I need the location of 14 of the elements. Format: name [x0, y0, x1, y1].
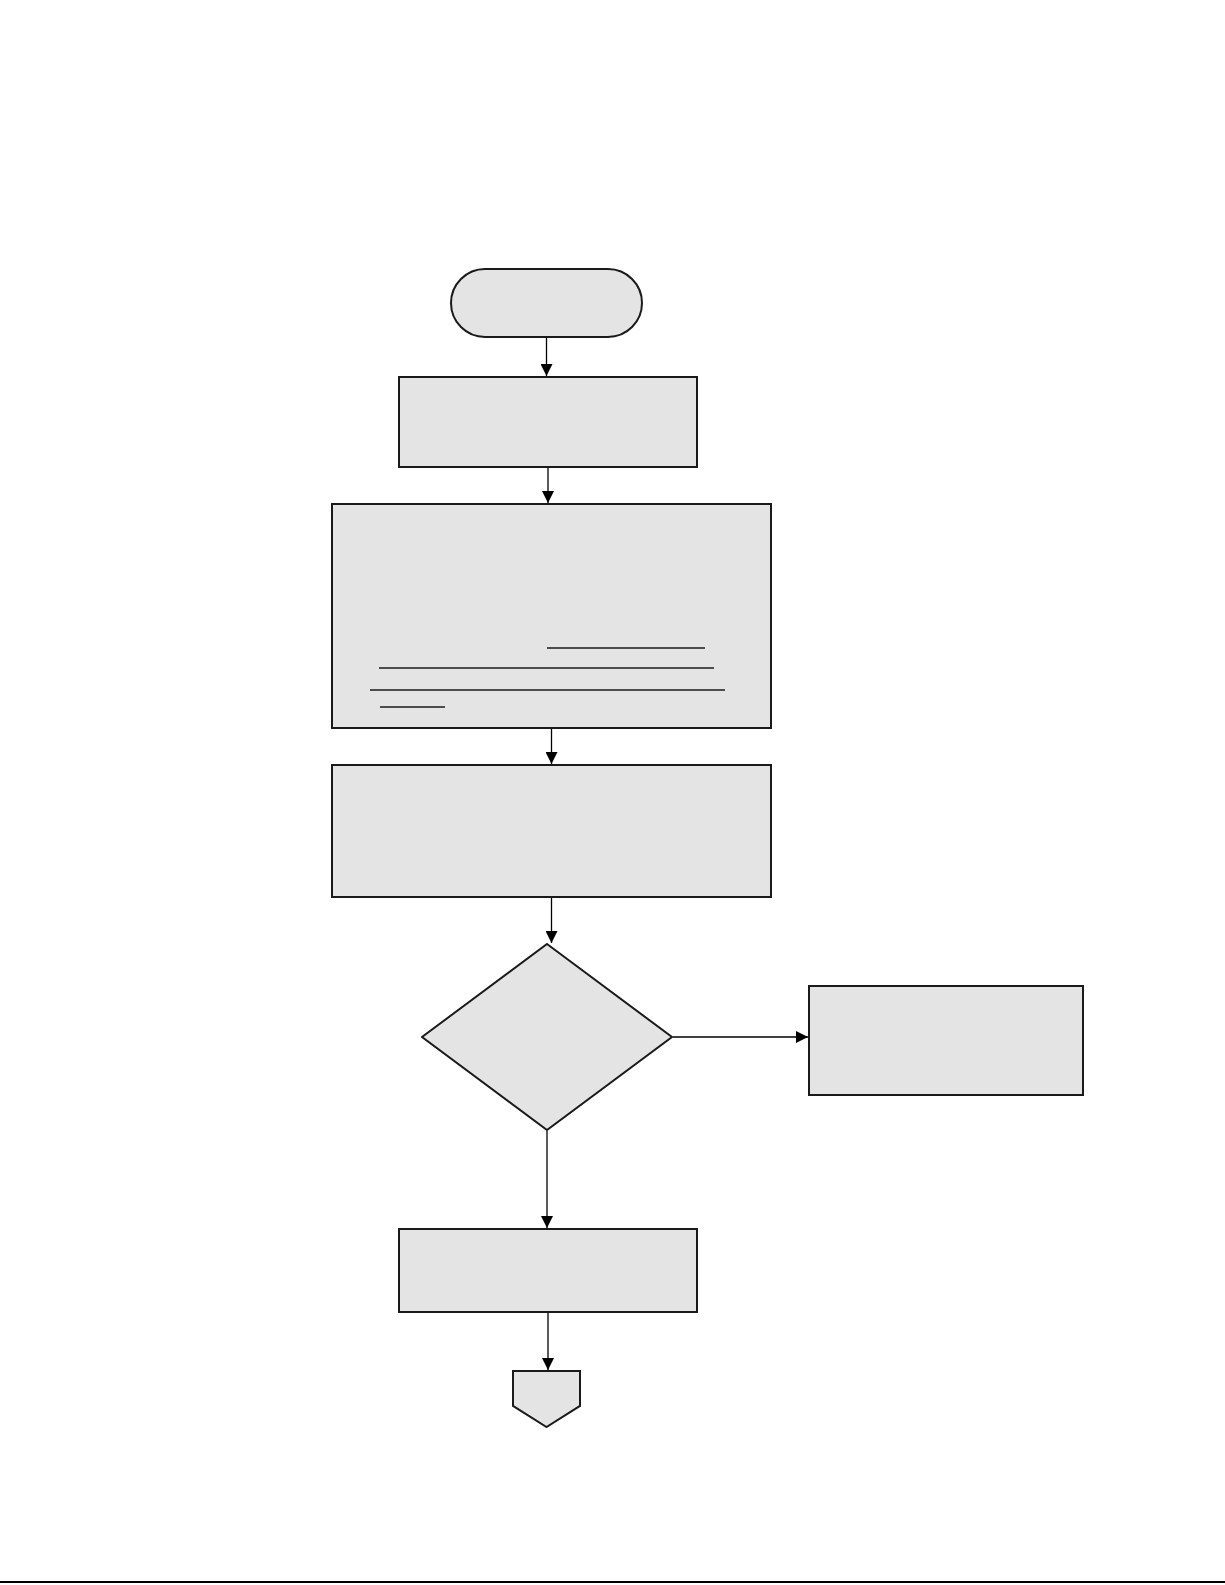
arrow — [541, 1130, 553, 1229]
process-box — [398, 376, 698, 468]
arrow — [545, 897, 558, 944]
process-box — [398, 1228, 698, 1313]
off-page-connector — [512, 1370, 581, 1428]
arrow — [542, 1312, 554, 1371]
process-box — [808, 985, 1084, 1096]
decision-diamond — [421, 943, 673, 1131]
process-box — [331, 764, 772, 898]
arrow — [672, 1031, 809, 1043]
arrow — [540, 337, 553, 377]
process-box — [331, 503, 772, 729]
arrow — [545, 728, 558, 765]
arrow — [542, 467, 554, 504]
